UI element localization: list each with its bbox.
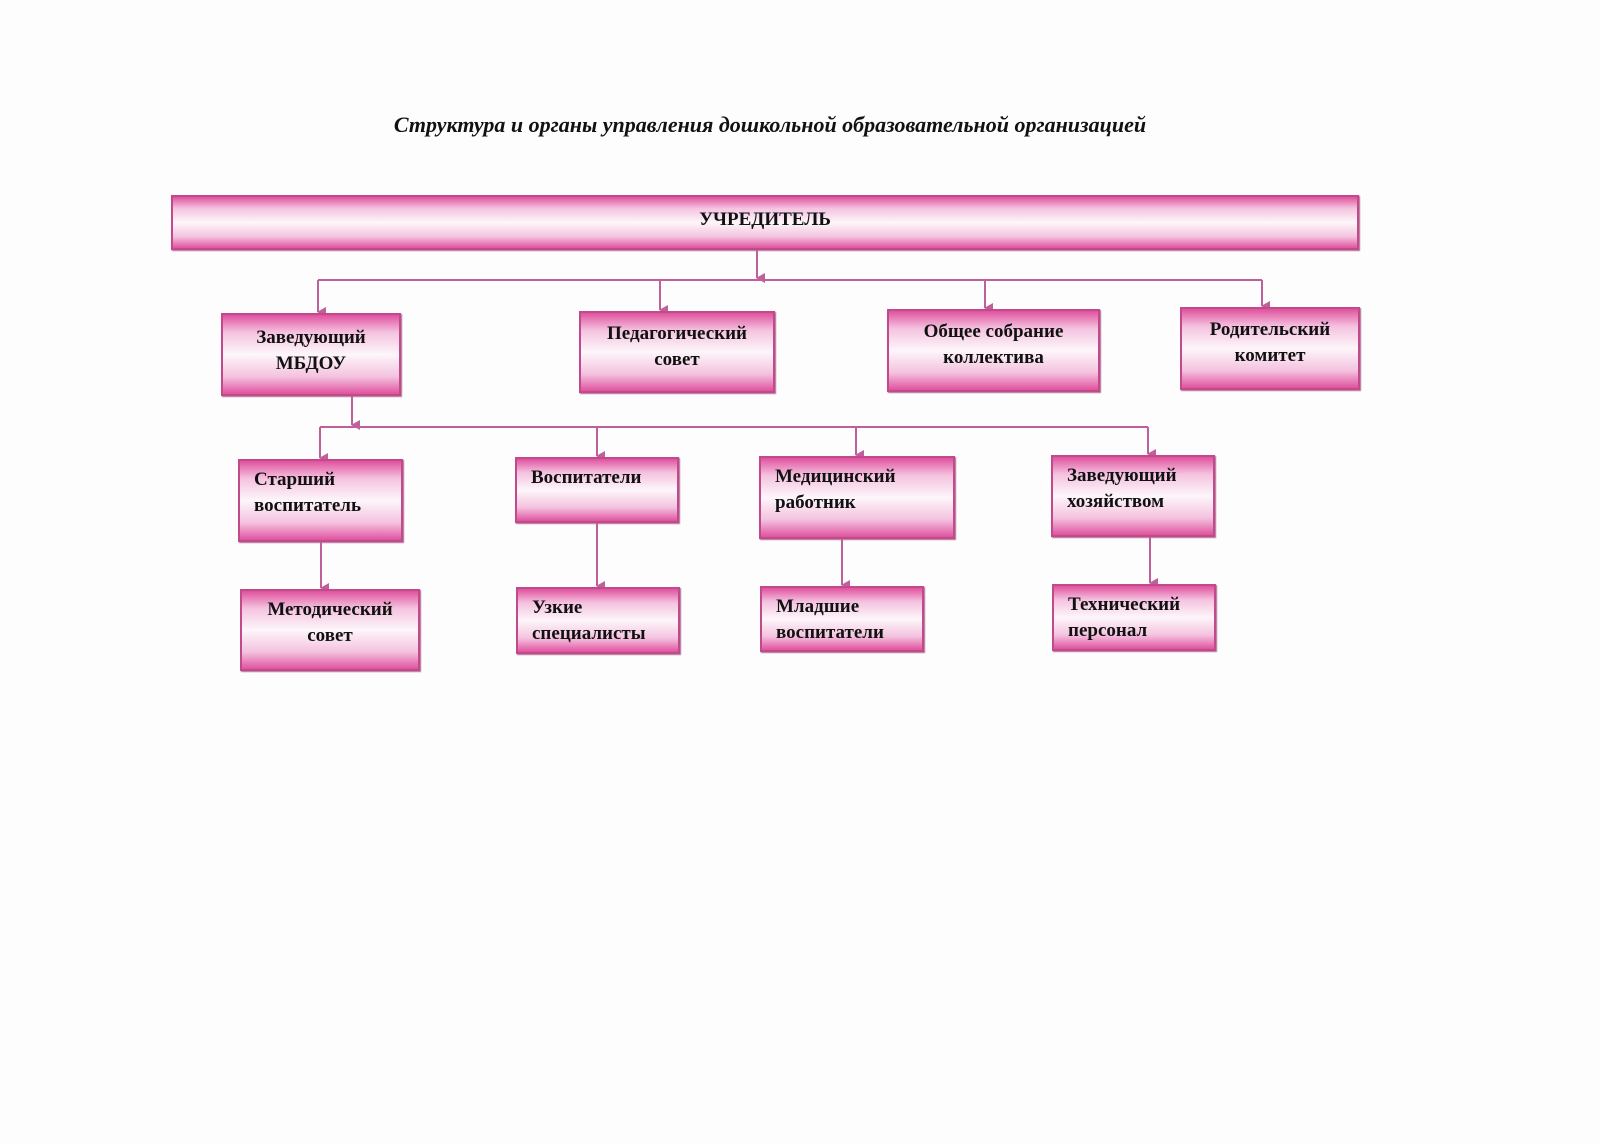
node-parent-committee: Родительский комитет	[1180, 307, 1360, 390]
node-general-meeting: Общее собрание коллектива	[887, 309, 1100, 392]
node-methodical-council: Методический совет	[240, 589, 420, 671]
node-facilities-manager: Заведующий хозяйством	[1051, 455, 1215, 537]
node-founder: УЧРЕДИТЕЛЬ	[171, 195, 1359, 250]
node-educators: Воспитатели	[515, 457, 679, 523]
node-specialists: Узкие специалисты	[516, 587, 680, 654]
diagram-title: Структура и органы управления дошкольной…	[393, 112, 1147, 137]
node-medical-worker: Медицинский работник	[759, 456, 955, 539]
node-junior-educators: Младшие воспитатели	[760, 586, 924, 652]
node-pedagogical-council: Педагогический совет	[579, 311, 775, 393]
node-technical-staff: Технический персонал	[1052, 584, 1216, 651]
node-head: Заведующий МБДОУ	[221, 313, 401, 396]
node-senior-educator: Старший воспитатель	[238, 459, 403, 542]
